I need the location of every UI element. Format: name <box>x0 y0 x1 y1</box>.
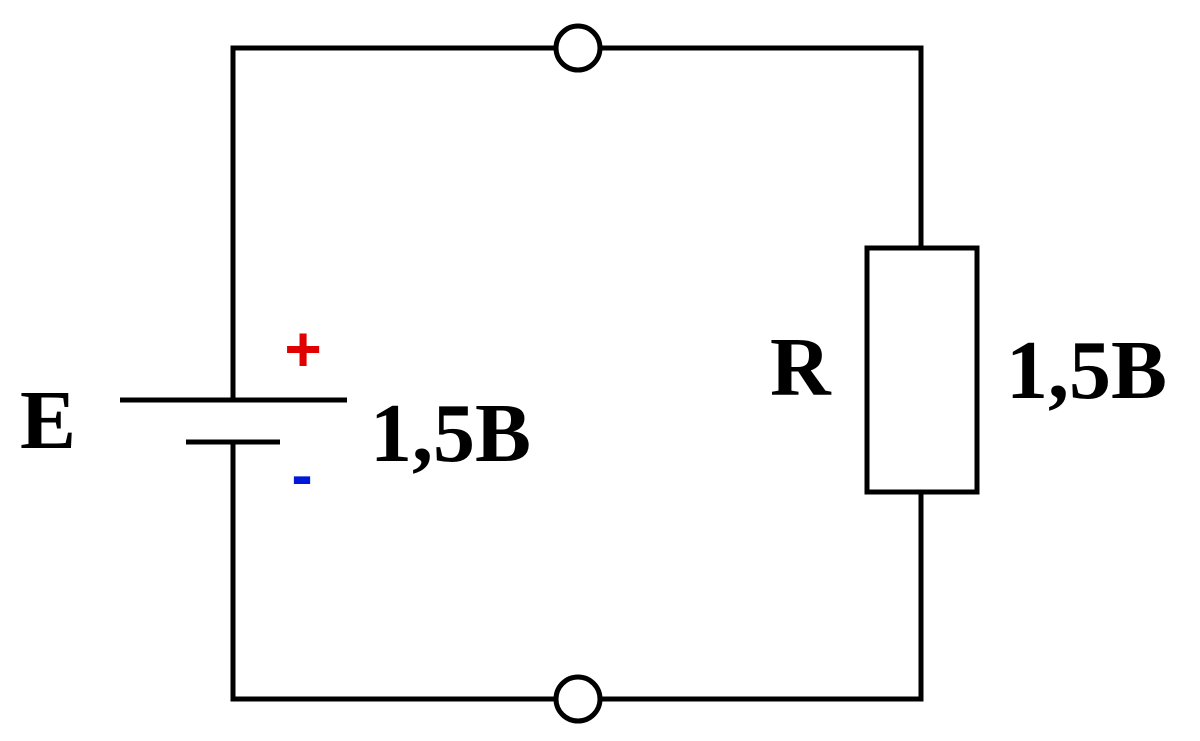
terminal-bottom <box>553 674 603 724</box>
terminal-top <box>553 23 603 73</box>
battery-plus-sign: + <box>284 313 321 385</box>
battery-minus-sign: - <box>291 439 312 511</box>
battery-voltage-label: 1,5B <box>370 387 531 480</box>
resistor-body <box>864 245 980 495</box>
resistor-name-label: R <box>770 321 832 414</box>
resistor-voltage-label: 1,5B <box>1006 324 1167 417</box>
battery-name-label: E <box>20 374 76 467</box>
